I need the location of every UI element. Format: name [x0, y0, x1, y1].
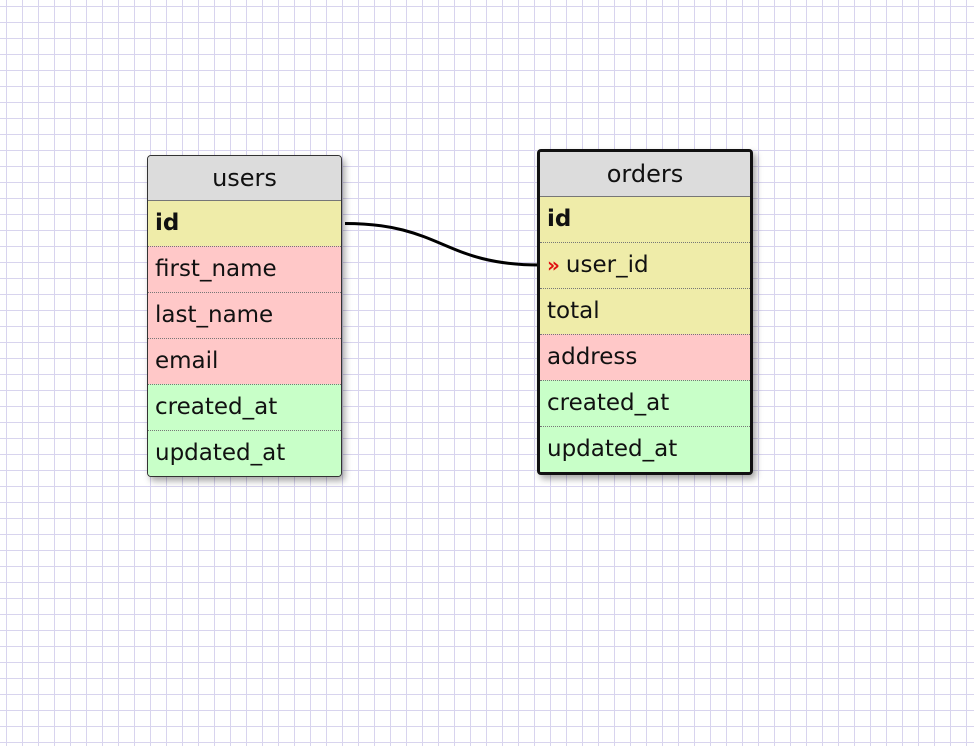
field-name: first_name: [155, 256, 277, 282]
field-row-last-name[interactable]: last_name: [148, 292, 341, 338]
relation-line[interactable]: [344, 222, 541, 267]
field-row-email[interactable]: email: [148, 338, 341, 384]
field-name: user_id: [565, 252, 649, 278]
field-name: email: [155, 348, 219, 374]
field-name: created_at: [155, 394, 278, 420]
field-row-address[interactable]: address: [540, 334, 750, 380]
field-row-id[interactable]: id: [148, 201, 341, 246]
field-name: id: [155, 210, 180, 236]
field-row-updated-at[interactable]: updated_at: [148, 430, 341, 476]
field-name: id: [547, 206, 572, 232]
field-row-total[interactable]: total: [540, 288, 750, 334]
field-row-created-at[interactable]: created_at: [540, 380, 750, 426]
field-row-created-at[interactable]: created_at: [148, 384, 341, 430]
field-name: updated_at: [547, 436, 678, 462]
field-row-user-id[interactable]: »user_id: [540, 242, 750, 288]
table-header[interactable]: users: [148, 156, 341, 201]
foreign-key-icon: »: [547, 253, 560, 277]
field-name: total: [547, 298, 600, 324]
field-name: created_at: [547, 390, 670, 416]
field-row-first-name[interactable]: first_name: [148, 246, 341, 292]
field-row-updated-at[interactable]: updated_at: [540, 426, 750, 472]
table-header[interactable]: orders: [540, 152, 750, 197]
field-row-id[interactable]: id: [540, 197, 750, 242]
field-name: last_name: [155, 302, 274, 328]
field-name: address: [547, 344, 638, 370]
field-name: updated_at: [155, 440, 286, 466]
